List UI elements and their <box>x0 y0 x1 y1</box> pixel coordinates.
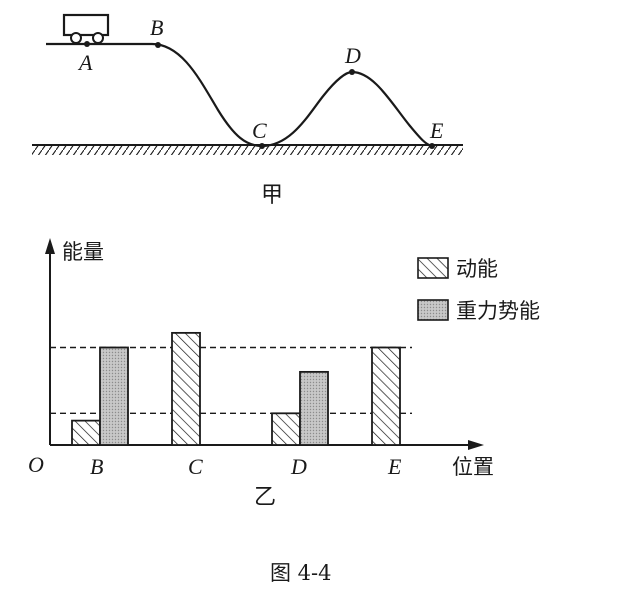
figure-caption: 图 4-4 <box>270 561 332 585</box>
diagram-label-jia: 甲 <box>261 183 283 208</box>
ground-hatch <box>32 146 463 155</box>
legend-label-potential: 重力势能 <box>456 299 540 323</box>
category-label-e: E <box>387 454 402 479</box>
bar-potential-d <box>299 370 329 446</box>
category-label-c: C <box>188 454 203 479</box>
category-label-d: D <box>290 454 307 479</box>
point-a-label: A <box>77 50 93 75</box>
point-c-dot <box>259 143 265 149</box>
category-label-b: B <box>90 454 103 479</box>
legend-swatch-kinetic <box>417 257 449 279</box>
diagram-label-yi: 乙 <box>254 485 276 510</box>
legend: 动能 重力势能 <box>417 257 540 323</box>
y-axis-arrow <box>45 238 55 254</box>
x-axis-arrow <box>468 440 484 450</box>
bar-potential-b <box>99 346 129 446</box>
point-b-dot <box>155 42 161 48</box>
x-axis-label: 位置 <box>452 455 494 479</box>
bar-kinetic-e <box>371 346 401 446</box>
point-b-label: B <box>150 15 163 40</box>
legend-label-kinetic: 动能 <box>456 257 498 281</box>
point-e-label: E <box>429 118 444 143</box>
track-diagram: A B C D E 甲 <box>32 13 463 208</box>
energy-bar-chart: 能量 位置 O B C D E 动能 重力势能 乙 <box>28 238 540 510</box>
bar-kinetic-b <box>71 419 101 446</box>
point-e-dot <box>429 143 435 149</box>
point-d-label: D <box>344 43 361 68</box>
point-d-dot <box>349 69 355 75</box>
track-curve <box>46 42 433 148</box>
legend-swatch-potential <box>417 299 449 321</box>
cart-icon <box>62 13 110 44</box>
bar-kinetic-c <box>171 331 201 446</box>
point-c-label: C <box>252 118 267 143</box>
origin-label: O <box>28 452 44 477</box>
bar-kinetic-d <box>271 412 301 446</box>
point-a-dot <box>84 41 90 47</box>
y-axis-label: 能量 <box>62 240 104 264</box>
